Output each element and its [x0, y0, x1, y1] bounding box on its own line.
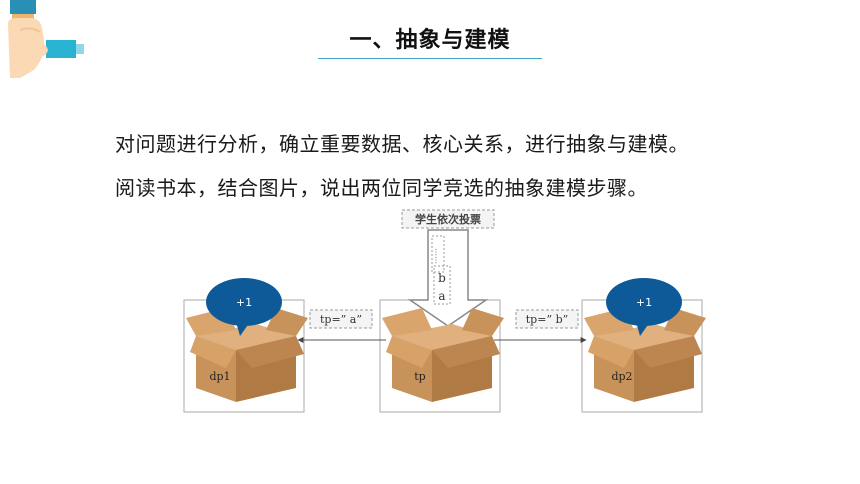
bubble-right-icon [606, 278, 682, 336]
page-title: 一、抽象与建模 [349, 28, 511, 53]
right-condition-box [515, 309, 579, 329]
box-center-label: tp [414, 370, 425, 383]
queue-box [433, 265, 451, 305]
queue-dots-box [431, 235, 445, 273]
bubble-left-icon [206, 278, 282, 336]
left-condition-box [309, 309, 373, 329]
queue-dots: …… [434, 248, 443, 264]
queue-item-a: a [438, 289, 445, 303]
paragraph-2: 阅读书本，结合图片，说出两位同学竞选的抽象建模步骤。 [115, 176, 648, 200]
left-condition: tp=” a” [320, 313, 362, 326]
bubble-right-text: +1 [636, 296, 652, 309]
box-left-label: dp1 [209, 370, 230, 383]
bubble-left-text: +1 [236, 296, 252, 309]
top-label-box [401, 209, 495, 229]
corner-hand-usb-icon [8, 0, 84, 78]
right-condition: tp=” b” [526, 313, 568, 326]
box-right-label: dp2 [611, 370, 632, 383]
queue-item-b: b [438, 271, 446, 285]
down-arrow [407, 229, 489, 327]
voting-diagram: 学生依次投票 …… b a tp=” a” tp=” b” dp1 tp dp2… [183, 209, 706, 413]
paragraph-1: 对问题进行分析，确立重要数据、核心关系，进行抽象与建模。 [115, 132, 689, 156]
title-underline [318, 58, 542, 59]
top-label: 学生依次投票 [415, 212, 481, 226]
